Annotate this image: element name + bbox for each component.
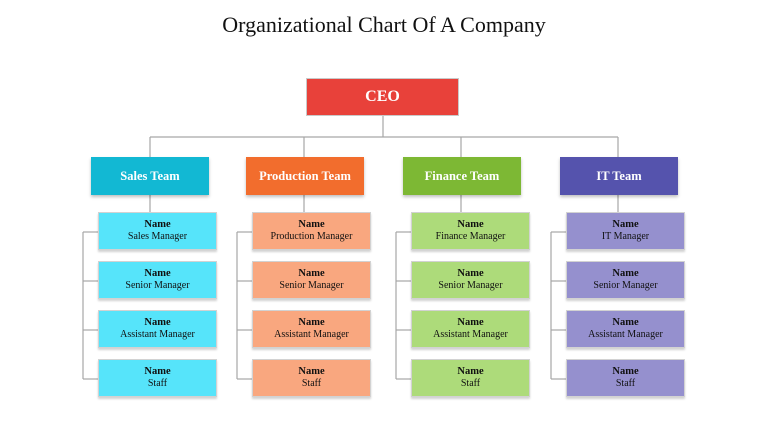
member-role: Senior Manager xyxy=(125,280,190,291)
member-name: Name xyxy=(144,268,171,279)
member-name: Name xyxy=(612,366,639,377)
member-name: Name xyxy=(144,317,171,328)
member-name: Name xyxy=(298,219,325,230)
member-name: Name xyxy=(298,268,325,279)
ceo-box: CEO xyxy=(306,78,459,116)
member-role: Assistant Manager xyxy=(274,329,349,340)
team-header-label: Sales Team xyxy=(120,168,180,183)
member-role: Assistant Manager xyxy=(588,329,663,340)
member-name: Name xyxy=(612,219,639,230)
member-card-finance-2: Name Senior Manager xyxy=(411,261,530,299)
member-card-sales-2: Name Senior Manager xyxy=(98,261,217,299)
member-card-production-1: Name Production Manager xyxy=(252,212,371,250)
member-role: Finance Manager xyxy=(435,231,506,242)
member-name: Name xyxy=(144,366,171,377)
team-header-label: Production Team xyxy=(259,168,351,183)
member-role: Senior Manager xyxy=(279,280,344,291)
member-card-production-2: Name Senior Manager xyxy=(252,261,371,299)
page-title: Organizational Chart Of A Company xyxy=(222,12,546,37)
member-role: Senior Manager xyxy=(593,280,658,291)
member-role: Senior Manager xyxy=(438,280,503,291)
member-name: Name xyxy=(612,268,639,279)
member-card-finance-3: Name Assistant Manager xyxy=(411,310,530,348)
ceo-label: CEO xyxy=(365,88,400,105)
team-header-production: Production Team xyxy=(246,157,364,195)
team-header-label: IT Team xyxy=(596,168,642,183)
member-role: IT Manager xyxy=(601,231,650,242)
member-name: Name xyxy=(457,366,484,377)
member-card-sales-3: Name Assistant Manager xyxy=(98,310,217,348)
member-name: Name xyxy=(457,268,484,279)
member-name: Name xyxy=(612,317,639,328)
member-card-sales-1: Name Sales Manager xyxy=(98,212,217,250)
member-role: Staff xyxy=(147,378,168,389)
member-role: Staff xyxy=(460,378,481,389)
member-role: Sales Manager xyxy=(127,231,188,242)
member-role: Staff xyxy=(615,378,636,389)
member-name: Name xyxy=(144,219,171,230)
team-header-label: Finance Team xyxy=(424,168,500,183)
team-header-it: IT Team xyxy=(560,157,678,195)
member-name: Name xyxy=(457,317,484,328)
member-role: Staff xyxy=(301,378,322,389)
member-role: Assistant Manager xyxy=(120,329,195,340)
member-card-production-4: Name Staff xyxy=(252,359,371,397)
member-card-sales-4: Name Staff xyxy=(98,359,217,397)
member-card-it-4: Name Staff xyxy=(566,359,685,397)
member-name: Name xyxy=(298,366,325,377)
member-card-finance-4: Name Staff xyxy=(411,359,530,397)
member-name: Name xyxy=(457,219,484,230)
member-card-it-3: Name Assistant Manager xyxy=(566,310,685,348)
team-header-sales: Sales Team xyxy=(91,157,209,195)
member-role: Assistant Manager xyxy=(433,329,508,340)
member-name: Name xyxy=(298,317,325,328)
member-role: Production Manager xyxy=(270,231,353,242)
team-header-finance: Finance Team xyxy=(403,157,521,195)
member-card-finance-1: Name Finance Manager xyxy=(411,212,530,250)
member-card-it-2: Name Senior Manager xyxy=(566,261,685,299)
member-card-it-1: Name IT Manager xyxy=(566,212,685,250)
member-card-production-3: Name Assistant Manager xyxy=(252,310,371,348)
